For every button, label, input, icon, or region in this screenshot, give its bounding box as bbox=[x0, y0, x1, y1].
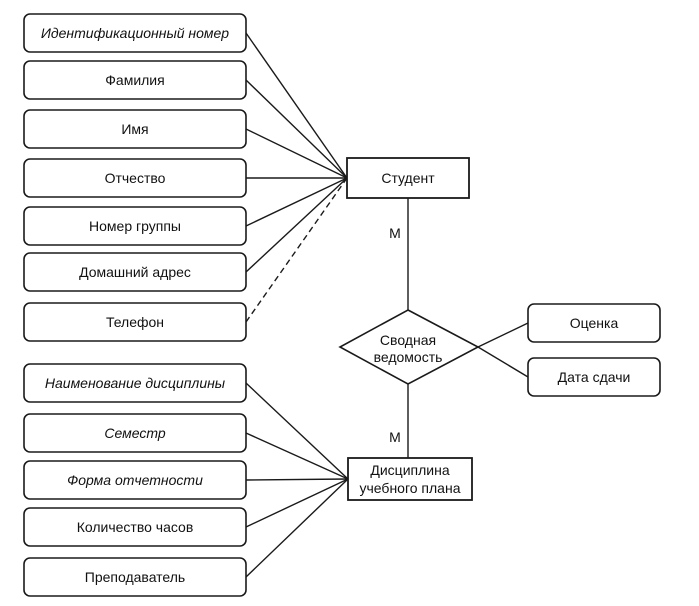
relationship-attr-box-0: Оценка bbox=[527, 303, 661, 343]
attr-box-student-2: Имя bbox=[23, 109, 247, 149]
cardinality-student: М bbox=[389, 225, 401, 241]
attr-box-discipline-2: Форма отчетности bbox=[23, 460, 247, 500]
cardinality-discipline: М bbox=[389, 429, 401, 445]
attr-label: Номер группы bbox=[89, 218, 181, 234]
relationship-diamond: Сводная ведомость bbox=[338, 309, 480, 385]
connector-relationship-attr-1 bbox=[477, 346, 529, 378]
connector-relationship-attr-0 bbox=[477, 322, 529, 348]
attr-label: Имя bbox=[121, 121, 148, 137]
connectors bbox=[245, 32, 529, 578]
attr-label: Фамилия bbox=[105, 72, 164, 88]
attr-box-discipline-0: Наименование дисциплины bbox=[23, 363, 247, 403]
connector-student-attr-2 bbox=[245, 128, 348, 179]
entity-discipline-label-line1: Дисциплина bbox=[370, 462, 449, 478]
connector-student-attr-6 bbox=[245, 177, 348, 323]
relationship-label-line2: ведомость bbox=[374, 349, 443, 365]
entity-discipline: Дисциплина учебного плана bbox=[347, 457, 473, 501]
connector-student-attr-1 bbox=[245, 79, 348, 179]
attr-box-discipline-1: Семестр bbox=[23, 413, 247, 453]
connector-student-attr-5 bbox=[245, 177, 348, 273]
attr-box-discipline-3: Количество часов bbox=[23, 507, 247, 547]
relationship-attr-label: Дата сдачи bbox=[558, 369, 631, 385]
attr-label: Домашний адрес bbox=[79, 264, 191, 280]
attr-label: Преподаватель bbox=[85, 569, 185, 585]
attr-box-student-3: Отчество bbox=[23, 158, 247, 198]
attr-label: Наименование дисциплины bbox=[45, 375, 226, 391]
attr-label: Телефон bbox=[106, 314, 164, 330]
attr-box-student-0: Идентификационный номер bbox=[23, 13, 247, 53]
connector-discipline-attr-3 bbox=[245, 478, 349, 528]
attr-label: Семестр bbox=[104, 425, 165, 441]
attr-box-student-1: Фамилия bbox=[23, 60, 247, 100]
entity-student: Студент bbox=[346, 157, 470, 199]
connector-discipline-attr-4 bbox=[245, 478, 349, 578]
entity-student-label: Студент bbox=[381, 170, 435, 186]
entity-discipline-label-line2: учебного плана bbox=[360, 480, 461, 496]
connector-discipline-attr-1 bbox=[245, 432, 349, 480]
attr-box-student-6: Телефон bbox=[23, 302, 247, 342]
attr-label: Форма отчетности bbox=[67, 472, 203, 488]
relationship-label-line1: Сводная bbox=[380, 332, 436, 348]
relationship-attr-label: Оценка bbox=[570, 315, 619, 331]
attr-label: Количество часов bbox=[77, 519, 194, 535]
attr-box-student-4: Номер группы bbox=[23, 206, 247, 246]
connector-student-attr-4 bbox=[245, 177, 348, 227]
attr-box-discipline-4: Преподаватель bbox=[23, 557, 247, 597]
connector-student-attr-0 bbox=[245, 32, 348, 179]
attr-label: Идентификационный номер bbox=[41, 25, 229, 41]
connector-discipline-attr-2 bbox=[245, 478, 349, 481]
attr-box-student-5: Домашний адрес bbox=[23, 252, 247, 292]
relationship-attr-box-1: Дата сдачи bbox=[527, 357, 661, 397]
connector-discipline-attr-0 bbox=[245, 382, 349, 480]
attr-label: Отчество bbox=[105, 170, 166, 186]
